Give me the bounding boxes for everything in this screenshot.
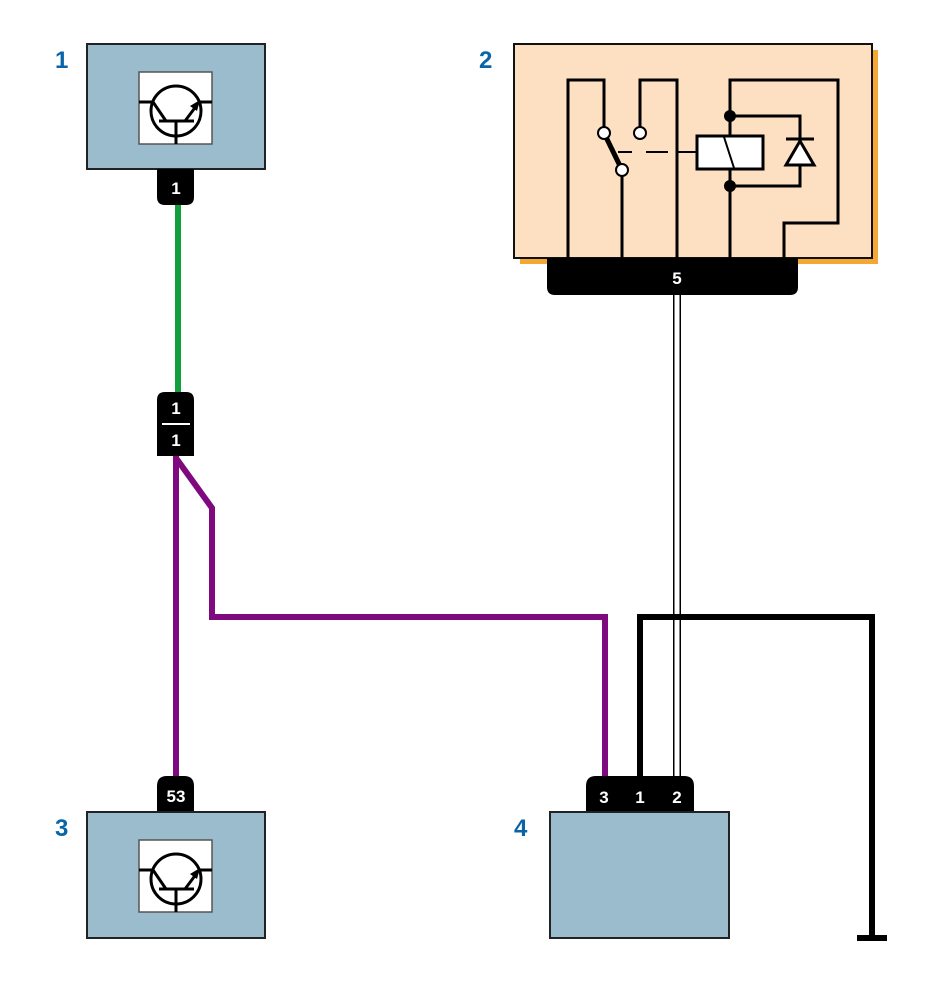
connector-1 bbox=[157, 169, 194, 205]
inline-pin-bottom: 1 bbox=[171, 431, 180, 450]
transistor-icon bbox=[138, 839, 213, 913]
pin-label: 3 bbox=[599, 788, 608, 807]
pin-label: 53 bbox=[167, 787, 186, 806]
switch-contact bbox=[633, 126, 647, 140]
junction-dot bbox=[724, 180, 736, 192]
pin-label: 1 bbox=[635, 788, 644, 807]
junction-dot bbox=[724, 110, 736, 122]
component-4-box[interactable] bbox=[549, 811, 730, 939]
connector-4 bbox=[586, 776, 694, 812]
transistor-icon bbox=[138, 71, 213, 145]
switch-common bbox=[615, 163, 629, 177]
wire-purple-to-4 bbox=[173, 456, 608, 778]
diode-icon bbox=[783, 137, 817, 167]
connector-2 bbox=[547, 258, 798, 295]
switch-pivot bbox=[597, 126, 611, 140]
coil-slash bbox=[723, 136, 735, 169]
wire-black-ground bbox=[637, 614, 875, 938]
component-label-4: 4 bbox=[514, 815, 528, 842]
component-label-3: 3 bbox=[55, 815, 68, 842]
pin-label: 5 bbox=[672, 269, 681, 288]
component-label-1: 1 bbox=[55, 47, 68, 74]
pin-label: 1 bbox=[171, 179, 180, 198]
component-label-2: 2 bbox=[479, 47, 492, 74]
inline-pin-top: 1 bbox=[171, 399, 180, 418]
connector-3 bbox=[157, 776, 194, 812]
pin-label: 2 bbox=[672, 788, 681, 807]
